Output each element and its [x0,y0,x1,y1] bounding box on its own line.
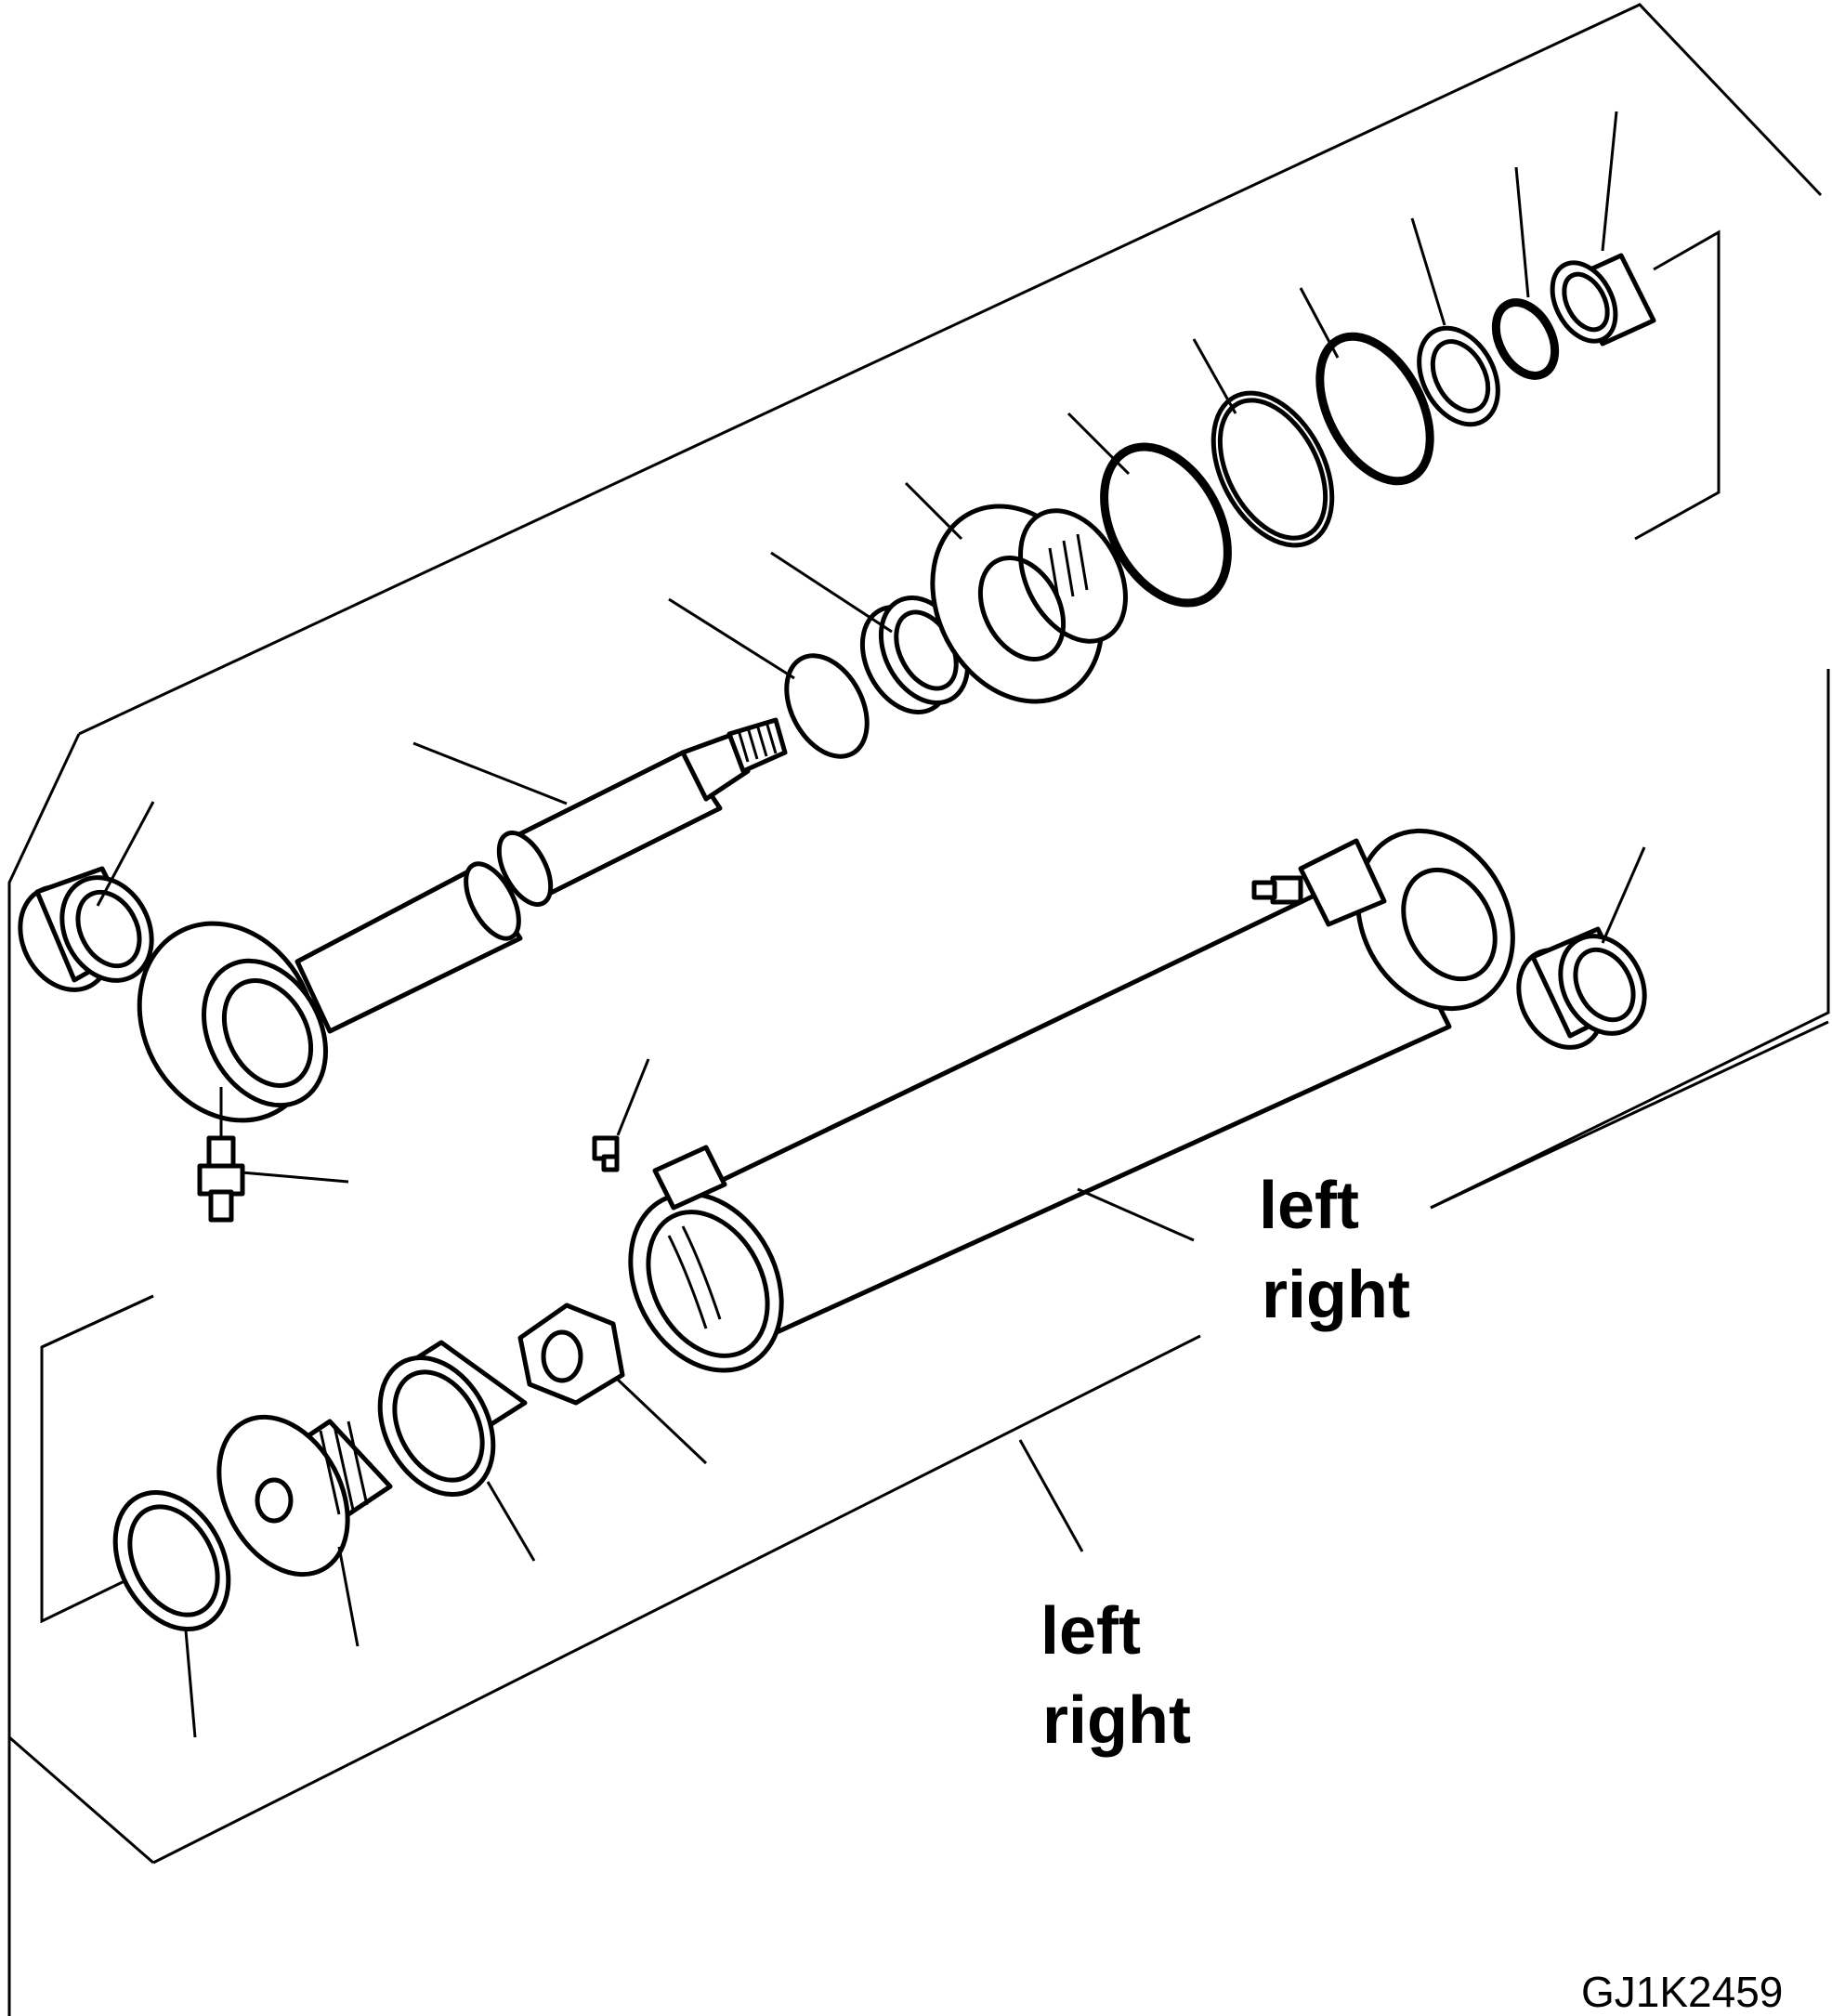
cylinder-tube [592,828,1515,1373]
tube-bottom-eye-bore [1401,867,1498,982]
leader-o-ring [1066,412,1131,476]
piston-label-left: left [1040,1594,1141,1669]
cylinder-head-grooves [1048,533,1089,605]
leader-tube-eye-bushing [1601,846,1646,944]
grease-nipple-tube-head [592,1135,620,1172]
rod-seal-parts [784,253,1656,759]
boundary-bottom-left-edge [8,1735,154,1865]
o-ring-medium [1315,332,1434,486]
nipple-rod-hex [197,1163,245,1197]
leader-piston-rod [412,741,568,805]
boundary-mid-right-line [1430,1020,1829,1210]
backup-ring [1210,390,1335,548]
leader-grease-nipple-rod [241,1171,349,1184]
leader-grease-nipple-tube [616,1058,650,1136]
leader-wear-ring [486,1481,536,1562]
cylinder-head-bore [977,555,1066,662]
piston-parts [112,1303,625,1632]
piston-seal-bracket [40,1294,187,1624]
piston-nut [517,1303,625,1406]
leader-rod-eye-bushing [96,801,155,907]
leader-backup-ring [1192,338,1237,414]
tube-label-left: left [1259,1169,1359,1243]
leader-lines [96,111,1646,1738]
rod-thread-lines [737,721,778,763]
tube-label-right: right [1262,1258,1410,1332]
piston-nut-bore [541,1329,583,1383]
snap-ring [784,653,870,759]
rod-eye-face [202,958,328,1108]
leader-rod-seal [1410,217,1446,326]
cylinder-head-boss [1018,508,1128,644]
piston-bracket-top-edge [41,1294,154,1349]
gland-bracket-top [1634,229,1721,541]
nipple-tube-bottom-stem [1251,880,1277,900]
grease-nipple-rod [197,1087,245,1223]
nipple-tube-head-stem [601,1154,620,1172]
gland-bushing-bore [1562,271,1610,333]
nipple-rod-stem [208,1189,234,1223]
rod-eye-bushing [18,866,154,992]
piston-bore [255,1477,294,1524]
tube-eye-bushing [1516,926,1647,1050]
bushing-right-bore [1573,947,1636,1023]
boundary-bottom-line [152,1334,1201,1865]
leader-rod-packing [770,551,893,634]
rod-break-right [496,831,554,907]
bushing-left-front [59,875,154,983]
tube-port-block [652,1145,727,1211]
leader-piston-group [1018,1439,1084,1552]
rod-break-left [464,861,521,941]
piston-grooves [319,1420,369,1515]
leader-dust-seal [1514,166,1530,298]
nipple-rod-head [206,1135,236,1171]
backup-ring-inner [1217,398,1328,541]
tube-bottom-eye [1355,828,1515,1012]
leader-piston-ring [184,1630,197,1738]
rod-seal-ring [1417,325,1500,427]
grease-nipple-tube-bottom [1251,875,1303,905]
gland-seal-bracket [1634,229,1721,541]
drawing-code: GJ1K2459 [1581,1968,1783,2016]
boundary-top-line [78,3,1823,736]
piston-ring-inner [127,1504,220,1617]
bushing-left-bore [75,889,142,969]
leader-gland-bushing [1601,111,1618,252]
rod-seal-ring-bore [1430,339,1491,413]
leader-o-ring-medium [1299,287,1340,359]
piston-label-right: right [1042,1683,1191,1758]
leader-piston [337,1546,360,1647]
o-ring-large [1100,442,1232,608]
leader-snap-ring [668,597,795,680]
bushing-right-front [1558,934,1647,1036]
boundary-left-line [7,733,81,2016]
rod-shank-lower [294,866,523,1034]
tube-bottom-port-block [1298,838,1387,927]
tube-mouth-thread [667,1225,722,1329]
wear-ring-bore [392,1369,485,1483]
rod-eye-bore [221,977,314,1089]
boundary-right-line [1430,669,1830,1210]
tube-mouth-inner [646,1210,770,1358]
leader-cylinder-tube [1077,1187,1195,1242]
assembly-boundary [7,3,1830,2016]
piston-rod [137,717,788,1223]
leader-cylinder-head [904,481,963,541]
dust-seal-ring [1491,298,1560,380]
leader-piston-nut [616,1378,708,1465]
